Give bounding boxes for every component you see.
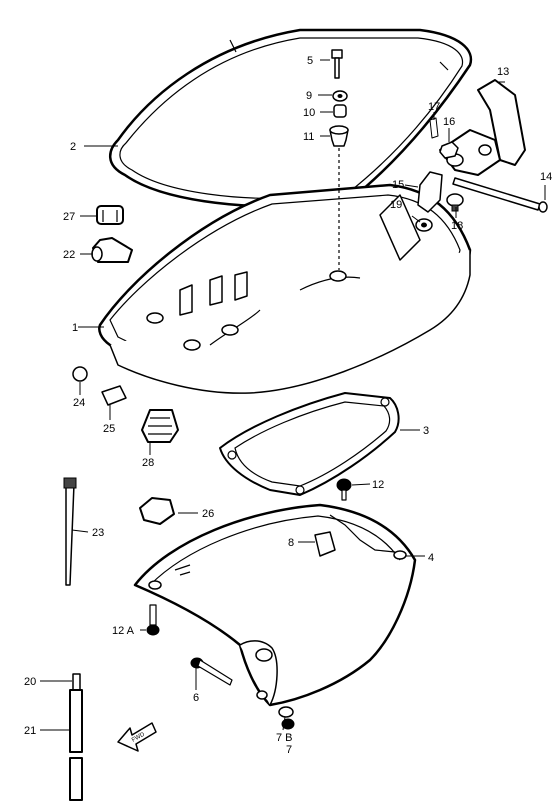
part-14-pin[interactable] <box>452 177 548 213</box>
label-12a: 12 A <box>112 625 135 637</box>
label-20: 20 <box>24 676 36 688</box>
label-22: 22 <box>63 249 75 261</box>
label-7: 7 <box>286 744 292 756</box>
label-28: 28 <box>142 457 154 469</box>
label-26: 26 <box>202 508 214 520</box>
label-16: 16 <box>443 116 455 128</box>
part-10-collar[interactable] <box>333 104 347 118</box>
part-2-seal-ring[interactable] <box>109 28 473 208</box>
label-21: 21 <box>24 725 36 737</box>
label-4: 4 <box>428 552 434 564</box>
label-23: 23 <box>92 527 104 539</box>
part-15-clip[interactable] <box>417 171 443 213</box>
part-26-cap[interactable] <box>139 497 175 525</box>
part-7-nut[interactable] <box>281 718 295 730</box>
part-25-pad[interactable] <box>101 385 127 406</box>
part-28-grommet[interactable] <box>141 409 179 443</box>
part-18-bolt[interactable] <box>446 193 464 212</box>
label-19: 19 <box>390 199 402 211</box>
label-14: 14 <box>540 171 552 183</box>
label-17: 17 <box>428 101 440 113</box>
part-5-screw[interactable] <box>331 49 343 79</box>
leader-lines <box>40 59 546 731</box>
part-20-cap[interactable] <box>72 673 81 691</box>
part-11-grommet[interactable] <box>329 125 349 147</box>
label-25: 25 <box>103 423 115 435</box>
part-8-clip[interactable] <box>314 531 336 557</box>
label-9: 9 <box>306 90 312 102</box>
part-13-bracket[interactable] <box>439 79 526 176</box>
forward-arrow-icon: FWD <box>117 722 157 752</box>
part-27-grommet[interactable] <box>96 205 124 225</box>
label-5: 5 <box>307 55 313 67</box>
part-1-upper-cowl[interactable] <box>98 183 472 394</box>
label-18: 18 <box>451 220 463 232</box>
label-15: 15 <box>392 179 404 191</box>
part-12-bolt[interactable] <box>336 478 352 501</box>
label-27: 27 <box>63 211 75 223</box>
label-1: 1 <box>72 322 78 334</box>
label-6: 6 <box>193 692 199 704</box>
part-3-gasket[interactable] <box>219 392 400 496</box>
part-24-plug[interactable] <box>72 366 88 382</box>
label-11: 11 <box>303 131 314 143</box>
part-4-lower-cowl[interactable] <box>133 503 417 707</box>
part-9-washer[interactable] <box>332 90 348 102</box>
part-23-tie-strap[interactable] <box>63 477 77 586</box>
label-3: 3 <box>423 425 429 437</box>
part-12a-bolt[interactable] <box>146 604 160 636</box>
label-12: 12 <box>372 479 384 491</box>
part-6-bolt[interactable] <box>190 657 233 686</box>
label-10: 10 <box>303 107 315 119</box>
part-22-grommet-tube[interactable] <box>91 237 133 263</box>
part-17-pin[interactable] <box>429 117 439 139</box>
part-16-nut[interactable] <box>439 141 459 159</box>
part-7b-washer[interactable] <box>278 706 294 718</box>
label-2: 2 <box>70 141 76 153</box>
part-labels: 1 2 3 4 5 6 7 7 B 8 9 10 11 12 12 A 13 1… <box>24 55 552 756</box>
part-21-tube[interactable] <box>69 689 83 801</box>
label-8: 8 <box>288 537 294 549</box>
label-24: 24 <box>73 397 85 409</box>
label-7b: 7 B <box>276 732 293 744</box>
label-13: 13 <box>497 66 509 78</box>
